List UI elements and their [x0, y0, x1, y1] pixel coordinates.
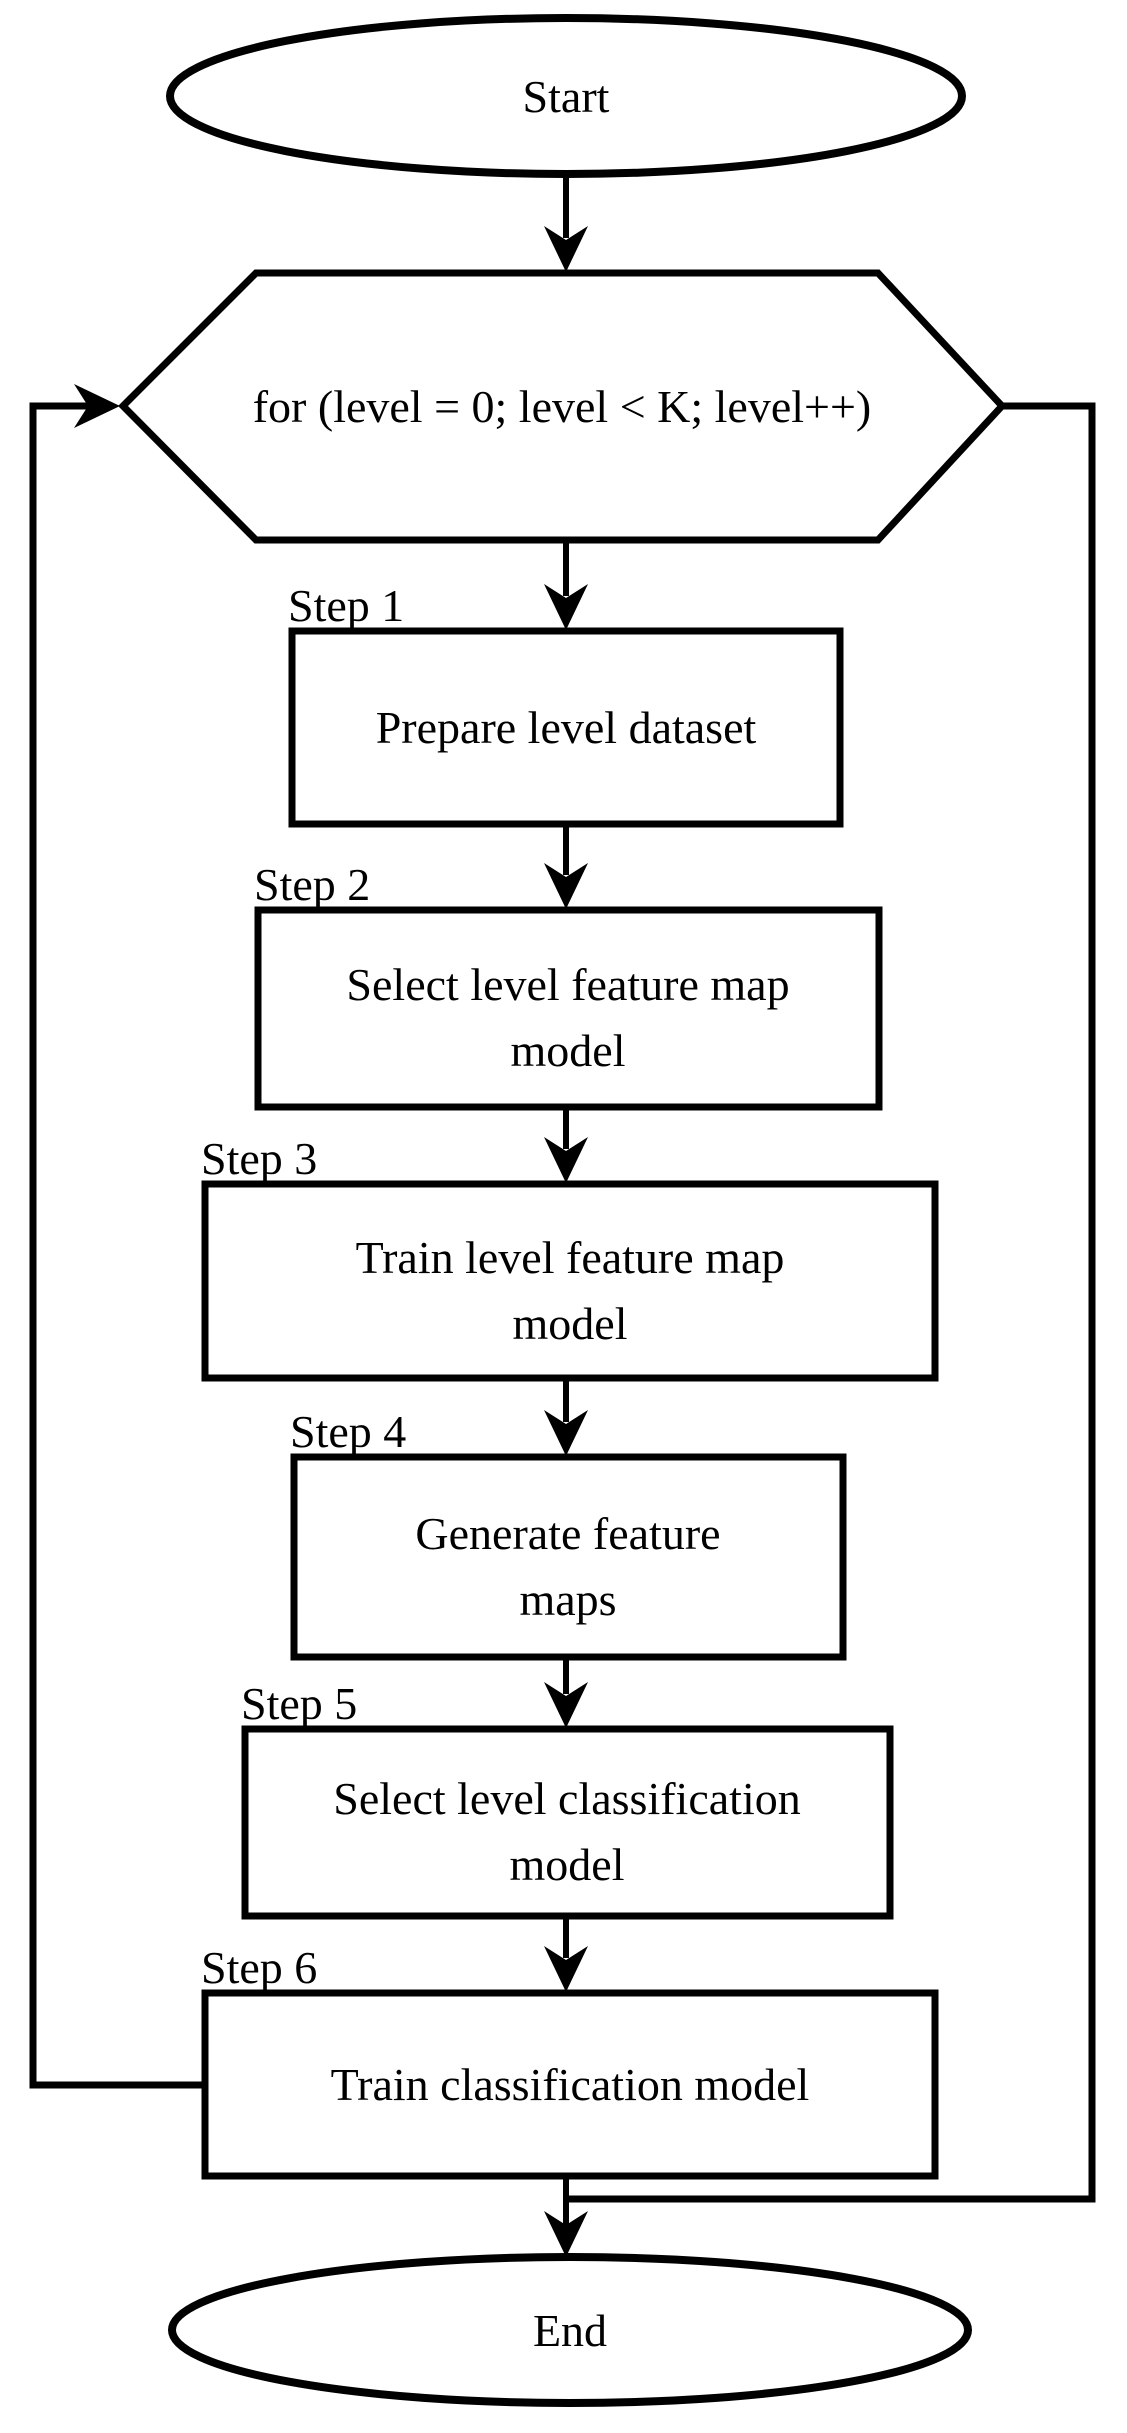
step-5-box — [241, 1725, 894, 1920]
arrow-step6-to-end — [544, 2176, 588, 2257]
loop-condition-label: for (level = 0; level < K; level++) — [253, 381, 872, 432]
loop-exit-line — [566, 402, 1096, 2203]
step-5-node: Step 5 Select level classification model — [241, 1678, 894, 1920]
arrowhead-icon — [544, 863, 588, 909]
arrow-loop-to-step1 — [544, 540, 588, 630]
step-6-node: Step 6 Train classification model — [201, 1942, 939, 2180]
step-2-label: Step 2 — [254, 859, 370, 910]
arrow-step1-to-step2 — [544, 824, 588, 909]
step-5-label: Step 5 — [241, 1678, 357, 1729]
step-6-label: Step 6 — [201, 1942, 317, 1993]
start-label: Start — [523, 71, 610, 122]
loop-back-line — [29, 402, 205, 2089]
step-4-text-line-2: maps — [519, 1574, 616, 1625]
arrow-step2-to-step3 — [544, 1107, 588, 1183]
step-4-label: Step 4 — [290, 1406, 406, 1457]
arrowhead-icon — [544, 2211, 588, 2257]
step-1-node: Step 1 Prepare level dataset — [288, 580, 844, 828]
arrow-step3-to-step4 — [544, 1378, 588, 1456]
arrowhead-right-icon — [74, 384, 120, 428]
loop-exit-connector — [566, 402, 1096, 2203]
step-6-text: Train classification model — [331, 2059, 810, 2110]
step-3-box — [201, 1180, 939, 1382]
step-1-text: Prepare level dataset — [376, 702, 757, 753]
arrowhead-icon — [544, 226, 588, 272]
step-5-text-line-2: model — [510, 1839, 625, 1890]
arrowhead-icon — [544, 1410, 588, 1456]
step-4-text-line-1: Generate feature — [415, 1508, 720, 1559]
step-6-box — [201, 1989, 939, 2180]
step-1-label: Step 1 — [288, 580, 404, 631]
step-1-box — [288, 627, 844, 828]
arrowhead-icon — [544, 1946, 588, 1992]
arrowhead-icon — [544, 584, 588, 630]
step-3-node: Step 3 Train level feature map model — [201, 1133, 939, 1382]
step-3-text-line-1: Train level feature map — [356, 1232, 785, 1283]
step-2-node: Step 2 Select level feature map model — [254, 859, 883, 1111]
loop-node: for (level = 0; level < K; level++) — [118, 269, 1007, 544]
arrow-step5-to-step6 — [544, 1916, 588, 1992]
step-4-node: Step 4 Generate feature maps — [290, 1406, 847, 1661]
end-ellipse — [168, 2253, 972, 2407]
end-label: End — [533, 2305, 607, 2356]
step-2-box — [254, 906, 883, 1111]
arrow-step4-to-step5 — [544, 1657, 588, 1728]
step-3-label: Step 3 — [201, 1133, 317, 1184]
arrowhead-icon — [544, 1137, 588, 1183]
arrow-start-to-loop — [544, 172, 588, 272]
step-5-text-line-1: Select level classification — [333, 1773, 800, 1824]
step-3-text-line-2: model — [513, 1298, 628, 1349]
step-2-text-line-2: model — [511, 1025, 626, 1076]
start-node: Start — [166, 14, 966, 178]
step-2-text-line-1: Select level feature map — [346, 959, 789, 1010]
end-node: End — [168, 2253, 972, 2407]
loop-back-connector — [29, 384, 205, 2089]
arrowhead-icon — [544, 1682, 588, 1728]
